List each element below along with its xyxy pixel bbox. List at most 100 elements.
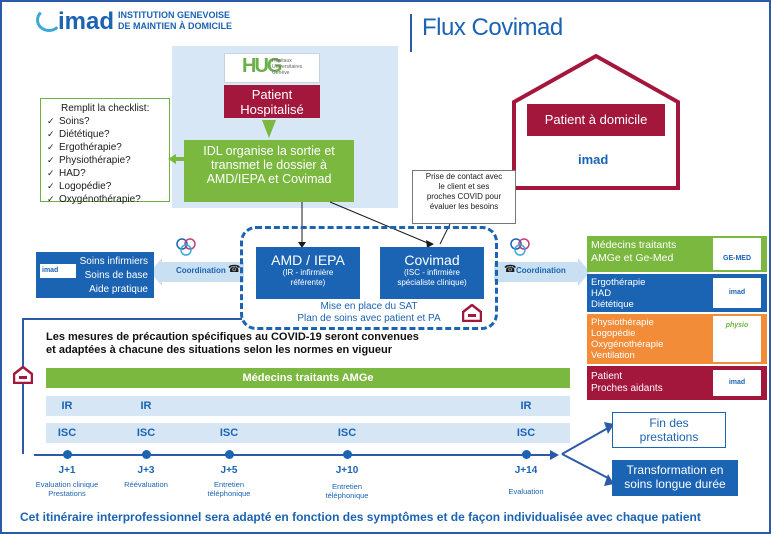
physio-line1: Physiothérapie: [591, 317, 654, 328]
amge-logo-icon: [510, 238, 530, 256]
patient-hospitalise-box: Patient Hospitalisé: [224, 85, 320, 118]
precaution-text: Les mesures de précaution spécifiques au…: [46, 331, 566, 357]
ir-bar: [46, 396, 570, 416]
ir-label: IR: [61, 400, 73, 412]
bracket-line: [22, 318, 242, 320]
fin-line2: prestations: [639, 430, 699, 444]
timeline-dot: [63, 450, 72, 459]
sat-line1: Mise en place du SAT: [320, 301, 418, 312]
day-sub: Entretien téléphonique: [189, 480, 269, 498]
hug-logo-mark: HUG: [242, 55, 282, 77]
physio-line4: Ventilation: [591, 350, 635, 361]
day-label: J+10: [335, 465, 359, 476]
ergo-line2: HAD: [591, 288, 612, 299]
day-sub2: téléphonique: [325, 491, 369, 500]
patient-hosp-line2: Hospitalisé: [240, 102, 304, 117]
coordination-band-right: [494, 262, 580, 282]
trans-line1: Transformation en: [626, 463, 724, 477]
ergo-imad-logo: imad: [713, 278, 761, 308]
ir-label: IR: [140, 400, 152, 412]
physio-line2: Logopédie: [591, 328, 636, 339]
covimad-sub2: spécialiste clinique): [397, 278, 467, 287]
home-imad-logo: imad: [578, 152, 609, 167]
covimad-box: Covimad (ISC - infirmière spécialiste cl…: [380, 247, 484, 299]
page-title: Flux Covimad: [422, 14, 563, 41]
day-sub: Entretien téléphonique: [307, 482, 387, 500]
isc-label: ISC: [516, 427, 536, 439]
day-label: J+5: [220, 465, 238, 476]
physio-line3: Oxygénothérapie: [591, 339, 664, 350]
institution-line1: INSTITUTION GENEVOISE: [118, 10, 231, 20]
medecins-bar: Médecins traitants AMGe: [46, 368, 570, 388]
checklist-item: Oxygénothérapie?: [47, 193, 163, 206]
home-icon: [462, 304, 482, 322]
checklist-item: Physiothérapie?: [47, 154, 163, 167]
physio-logo: physio: [713, 316, 761, 362]
contact-line3: proches COVID pour: [426, 192, 502, 201]
checklist-item: Soins?: [47, 115, 163, 128]
hug-logo: [224, 53, 320, 83]
arrow-left-icon: [168, 154, 186, 164]
soins-line1: Soins infirmiers: [79, 256, 148, 267]
day-sub1: Evaluation clinique: [35, 480, 99, 489]
checklist-item: HAD?: [47, 167, 163, 180]
contact-line1: Prise de contact avec: [425, 172, 503, 181]
day-sub: Réévaluation: [106, 480, 186, 489]
patient-proches-line2: Proches aidants: [591, 383, 663, 394]
contact-line4: évaluer les besoins: [429, 202, 499, 211]
band-arrow-right-icon: [578, 258, 590, 286]
timeline-dot: [142, 450, 151, 459]
isc-label: ISC: [57, 427, 77, 439]
timeline-dot: [343, 450, 352, 459]
isc-bar: [46, 423, 570, 443]
patient-imad-logo: imad: [713, 370, 761, 396]
trans-line2: soins longue durée: [624, 477, 726, 491]
hug-text-2: Universitaires: [272, 64, 303, 70]
day-label: J+14: [514, 465, 538, 476]
phone-icon: ☎: [228, 264, 241, 275]
amd-iepa-box: AMD / IEPA (IR - infirmière référente): [256, 247, 360, 299]
day-sub: Evaluation: [486, 487, 566, 496]
coordination-hub: [240, 226, 498, 330]
day-sub2: Prestations: [48, 489, 86, 498]
checklist-item: Logopédie?: [47, 180, 163, 193]
idl-box: IDL organise la sortie et transmet le do…: [184, 140, 354, 202]
covimad-sub1: (ISC - infirmière: [403, 268, 460, 277]
fin-prestations-box: Fin des prestations: [612, 412, 726, 448]
timeline-axis: [34, 454, 554, 456]
checklist-item: Ergothérapie?: [47, 141, 163, 154]
medecins-line2: AMGe et Ge-Med: [591, 252, 674, 264]
band-arrow-left-icon: [150, 258, 162, 286]
isc-label: ISC: [337, 427, 357, 439]
ergo-line1: Ergothérapie: [591, 277, 646, 288]
footer-text: Cet itinéraire interprofessionnel sera a…: [20, 510, 701, 524]
covimad-title: Covimad: [404, 252, 460, 268]
coordination-left: Coordination: [176, 266, 226, 275]
medecins-line1: Médecins traitants: [591, 239, 677, 251]
flow-arrows: [298, 201, 451, 248]
contact-line2: le client et ses: [438, 182, 490, 191]
patient-proches-line1: Patient: [591, 371, 623, 382]
day-sub1: Entretien: [331, 482, 363, 491]
isc-label: ISC: [219, 427, 239, 439]
transformation-box: Transformation en soins longue durée: [612, 460, 738, 496]
day-sub1: Evaluation: [508, 487, 544, 496]
ergo-line3: Diététique: [591, 299, 634, 310]
gemed-logo: GE-MED: [713, 238, 761, 270]
bracket-line: [22, 318, 24, 454]
timeline-dot: [225, 450, 234, 459]
ir-label: IR: [520, 400, 532, 412]
imad-logo-arc-icon: [36, 8, 62, 32]
soins-line2: Soins de base: [84, 270, 148, 281]
hug-logo-text: Hôpitaux Universitaires Genève: [272, 58, 302, 76]
isc-label: ISC: [136, 427, 156, 439]
amd-sub1: (IR - infirmière: [282, 268, 334, 277]
patient-hosp-line1: Patient: [251, 87, 293, 102]
amd-title: AMD / IEPA: [271, 252, 345, 268]
home-icon: [13, 366, 33, 384]
day-sub1: Réévaluation: [124, 480, 168, 489]
institution-line2: DE MAINTIEN À DOMICILE: [118, 21, 232, 31]
amge-logo-icon: [176, 238, 196, 256]
timeline-arrow-icon: [550, 450, 559, 460]
